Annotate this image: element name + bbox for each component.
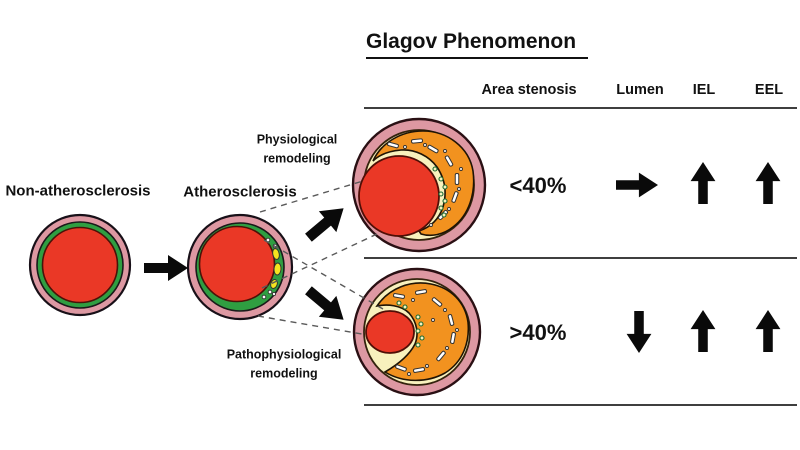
flow-arrow-up-right-icon [292, 189, 360, 257]
lumen-arrow-row1-icon [613, 161, 661, 209]
cholesterol-clefts [387, 138, 460, 221]
vessel-non-atherosclerosis [28, 213, 132, 317]
diagram-title: Glagov Phenomenon [366, 30, 589, 59]
iel-arrow-row2-icon [679, 307, 727, 355]
flow-arrow-down-right-icon [292, 271, 360, 339]
plaque-dots [407, 298, 459, 376]
lumen [41, 226, 119, 304]
table-rule-middle [364, 257, 797, 259]
plaque-dots [403, 143, 463, 227]
pathophysiological-remodeling-label: Pathophysiological remodeling [226, 347, 342, 380]
table-rule-bottom [364, 404, 797, 406]
eel-arrow-row1-icon [744, 159, 792, 207]
vessel-atherosclerosis [186, 213, 294, 321]
vessel-pathophysiological-remodeling [352, 267, 482, 397]
header-iel: IEL [692, 82, 716, 98]
area-stenosis-value-row1: <40% [509, 173, 567, 198]
header-eel: EEL [754, 82, 784, 98]
lumen [365, 310, 415, 354]
lumen [358, 155, 440, 237]
eel-arrow-row2-icon [744, 307, 792, 355]
atherosclerosis-label: Atherosclerosis [183, 183, 297, 201]
lumen [198, 225, 276, 303]
iel-arrow-row1-icon [679, 159, 727, 207]
vessel-physiological-remodeling [351, 117, 487, 253]
header-lumen: Lumen [616, 82, 664, 98]
cholesterol-clefts [393, 289, 456, 373]
foam-cell-dots [396, 300, 425, 348]
table-rule-top [364, 107, 797, 109]
non-atherosclerosis-label: Non-atherosclerosis [5, 182, 151, 200]
area-stenosis-value-row2: >40% [509, 320, 567, 345]
lumen-arrow-row2-icon [615, 308, 663, 356]
flow-arrow-right-icon [142, 244, 190, 292]
physiological-remodeling-label: Physiological remodeling [256, 132, 338, 165]
foam-cell-dots [432, 166, 448, 218]
header-area-stenosis: Area stenosis [481, 82, 577, 98]
plaque-orange [375, 282, 470, 382]
